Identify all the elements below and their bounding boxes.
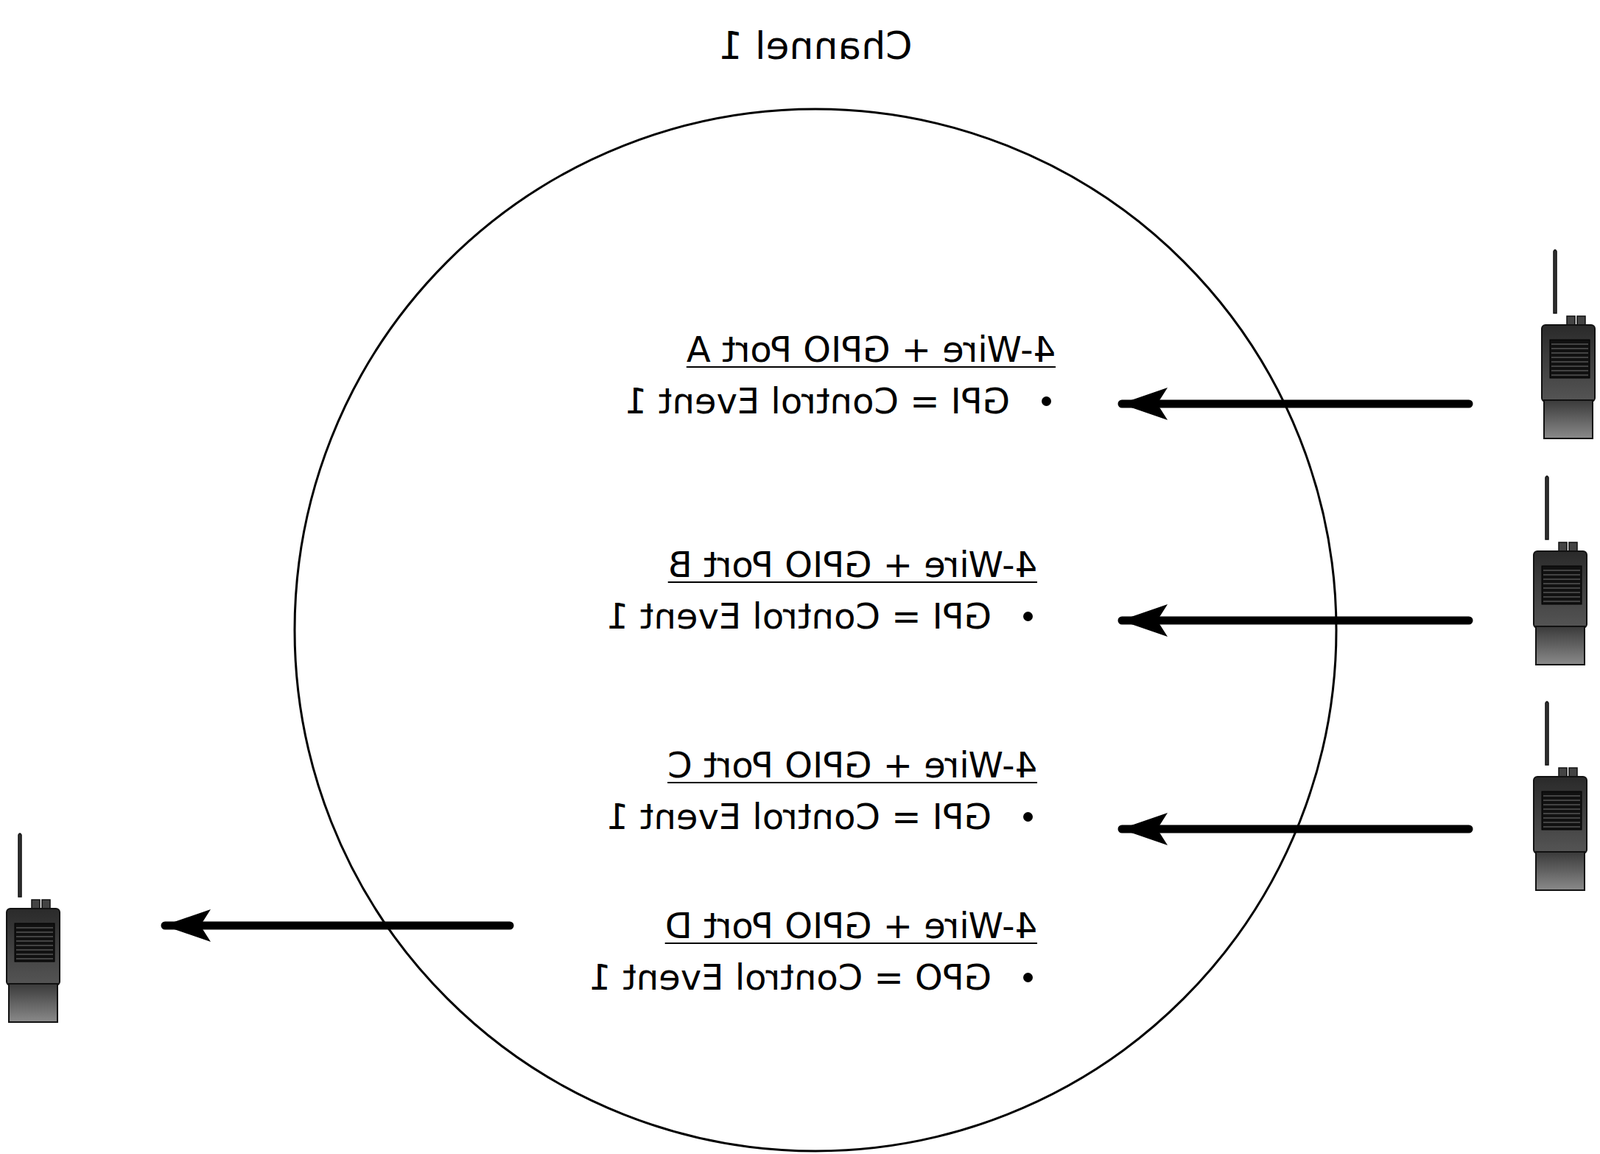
port-event: GPO = Control Event 1 <box>588 956 992 998</box>
port-block: 4-Wire + GPIO Port A GPI = Control Event … <box>624 328 1056 423</box>
radio-icon <box>1533 475 1587 665</box>
port-event: GPI = Control Event 1 <box>624 380 1010 422</box>
signal-arrow <box>165 921 510 930</box>
signal-arrow <box>1121 825 1469 834</box>
channel-region: Channel 14-Wire + GPIO Port AGPI = Contr… <box>294 109 1337 1151</box>
radio-icon <box>1541 249 1595 439</box>
bullet-dot <box>1041 396 1052 406</box>
port-heading: 4-Wire + GPIO Port D <box>588 904 1038 948</box>
bullet-dot <box>1023 811 1033 822</box>
port-block: 4-Wire + GPIO Port B GPI = Control Event … <box>606 543 1038 638</box>
channel-circle <box>294 109 1337 1151</box>
signal-arrow <box>1121 616 1469 625</box>
bullet-dot <box>1023 972 1033 982</box>
port-heading: 4-Wire + GPIO Port B <box>606 543 1038 587</box>
port-heading: 4-Wire + GPIO Port A <box>624 328 1056 372</box>
bullet-row: GPO = Control Event 1 <box>588 956 1038 999</box>
port-block: 4-Wire + GPIO Port D GPO = Control Event … <box>588 904 1038 999</box>
port-heading: 4-Wire + GPIO Port C <box>606 744 1038 787</box>
bullet-row: GPI = Control Event 1 <box>606 795 1038 839</box>
radio-icon <box>6 833 60 1022</box>
bullet-row: GPI = Control Event 1 <box>606 595 1038 638</box>
channel-title: Channel 1 <box>718 22 912 69</box>
port-event: GPI = Control Event 1 <box>606 795 992 837</box>
bullet-row: GPI = Control Event 1 <box>624 380 1056 423</box>
bullet-dot <box>1023 611 1033 621</box>
signal-arrow <box>1121 400 1469 409</box>
radio-icon <box>1533 701 1587 890</box>
port-event: GPI = Control Event 1 <box>606 595 992 637</box>
port-block: 4-Wire + GPIO Port C GPI = Control Event … <box>606 744 1038 838</box>
